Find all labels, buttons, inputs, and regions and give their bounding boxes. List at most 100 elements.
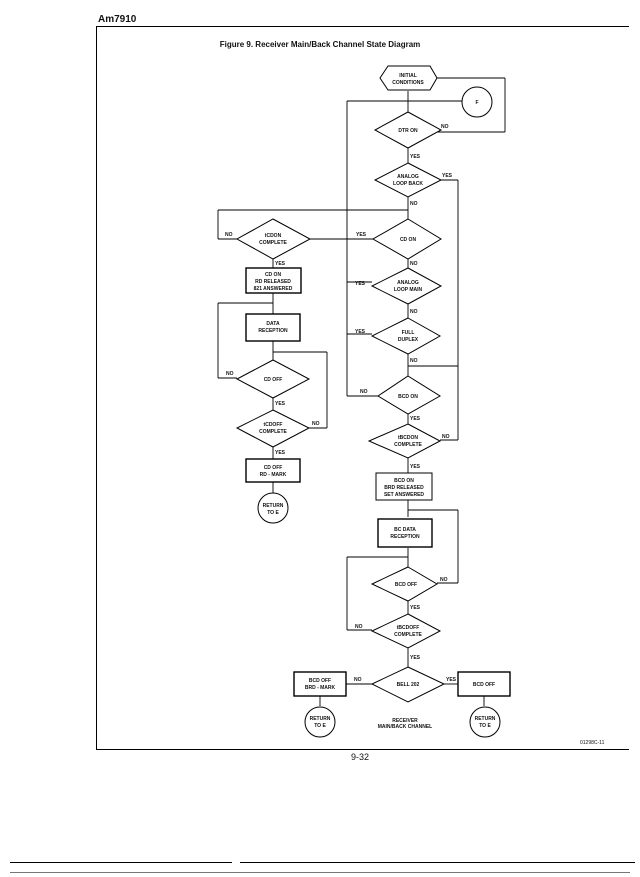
reference-number: 01298C-11: [580, 740, 605, 746]
edge-label-yes: YES: [410, 416, 421, 422]
svg-text:BELL 202: BELL 202: [397, 682, 420, 688]
return-e-left-node: RETURN TO E: [257, 492, 289, 524]
svg-text:BCD OFF: BCD OFF: [395, 582, 417, 588]
diagram-caption: RECEIVER MAIN/BACK CHANNEL: [360, 718, 450, 730]
svg-text:RETURN: RETURN: [263, 503, 284, 509]
edge-label-no: NO: [410, 261, 418, 267]
edge-label-yes: YES: [275, 450, 286, 456]
svg-text:RETURN: RETURN: [310, 716, 331, 722]
frame-bottom-rule: [96, 749, 629, 750]
svg-text:TO E: TO E: [267, 510, 279, 516]
svg-text:tBCDON: tBCDON: [398, 435, 418, 441]
cd-off-decision: CD OFF: [235, 359, 311, 399]
edge-label-yes: YES: [275, 401, 286, 407]
edge-label-no: NO: [440, 577, 448, 583]
svg-text:F: F: [475, 100, 478, 106]
document-header: Am7910: [98, 14, 137, 25]
bc-data-reception-box: BC DATA RECEPTION: [377, 518, 433, 548]
svg-text:TO E: TO E: [479, 723, 491, 729]
figure-title: Figure 9. Receiver Main/Back Channel Sta…: [219, 40, 421, 49]
edge-label-yes: YES: [446, 677, 457, 683]
edge-label-no: NO: [410, 309, 418, 315]
svg-text:tCDON: tCDON: [265, 233, 282, 239]
svg-text:ANALOG: ANALOG: [397, 174, 419, 180]
node-text: INITIAL: [399, 73, 417, 79]
edge-label-yes: YES: [410, 655, 421, 661]
dtr-on-decision: DTR ON: [373, 111, 443, 149]
svg-text:CD OFF: CD OFF: [264, 377, 283, 383]
bcd-off-right-box: BCD OFF: [457, 671, 511, 697]
svg-text:CD OFF: CD OFF: [264, 465, 283, 471]
analog-loop-main-decision: ANALOG LOOP MAIN: [370, 267, 443, 305]
tcdon-complete-decision: tCDON COMPLETE: [235, 218, 312, 260]
bcd-off-brd-mark-box: BCD OFF BRD - MARK: [293, 671, 347, 697]
edge-label-yes: YES: [355, 281, 366, 287]
cd-on-decision: CD ON: [371, 218, 442, 260]
analog-loop-back-decision: ANALOG LOOP BACK: [373, 162, 443, 198]
edge-label-yes: YES: [275, 261, 286, 267]
footer-rule-left: [10, 862, 232, 863]
svg-text:BCD OFF: BCD OFF: [473, 682, 495, 688]
frame-left-rule: [96, 26, 97, 750]
edge-label-no: NO: [312, 421, 320, 427]
svg-text:COMPLETE: COMPLETE: [394, 442, 422, 448]
svg-text:CD ON: CD ON: [400, 237, 417, 243]
cd-on-rd-released-box: CD ON RD RELEASED 821 ANSWERED: [245, 267, 302, 294]
bcd-on-decision: BCD ON: [377, 375, 441, 415]
svg-text:RD - MARK: RD - MARK: [260, 472, 287, 478]
edge-label-no: NO: [226, 371, 234, 377]
edge-label-yes: YES: [355, 329, 366, 335]
edge-label-no: NO: [354, 677, 362, 683]
svg-text:RETURN: RETURN: [475, 716, 496, 722]
svg-text:FULL: FULL: [402, 330, 415, 336]
svg-text:BCD ON: BCD ON: [398, 394, 418, 400]
svg-text:SET ANSWERED: SET ANSWERED: [384, 492, 424, 498]
bcd-on-brd-released-box: BCD ON BRD RELEASED SET ANSWERED: [375, 472, 433, 501]
svg-text:RECEPTION: RECEPTION: [258, 328, 288, 334]
svg-text:DATA: DATA: [266, 321, 280, 327]
edge-label-no: NO: [441, 124, 449, 130]
bcd-off-decision: BCD OFF: [370, 566, 438, 602]
svg-text:BCD ON: BCD ON: [394, 478, 414, 484]
tcdoff-complete-decision: tCDOFF COMPLETE: [235, 409, 311, 448]
tbcdon-complete-decision: tBCDON COMPLETE: [367, 423, 442, 459]
svg-text:BC DATA: BC DATA: [394, 527, 416, 533]
initial-conditions-node: INITIAL CONDITIONS: [379, 65, 438, 91]
return-e-mid-node: RETURN TO E: [304, 706, 336, 738]
edge-label-yes: YES: [442, 173, 453, 179]
connector-f-node: F: [461, 86, 493, 118]
edge-label-no: NO: [410, 201, 418, 207]
svg-text:ANALOG: ANALOG: [397, 280, 419, 286]
data-reception-box: DATA RECEPTION: [245, 313, 301, 342]
page-number: 9-32: [350, 752, 369, 762]
svg-text:BRD - MARK: BRD - MARK: [305, 685, 336, 691]
footer-rule-bottom: [10, 872, 630, 873]
footer-rule-right: [240, 862, 635, 863]
svg-text:DTR ON: DTR ON: [398, 128, 418, 134]
frame-top-rule: [96, 26, 629, 27]
svg-text:tBCDOFF: tBCDOFF: [397, 625, 420, 631]
svg-text:RD RELEASED: RD RELEASED: [255, 279, 291, 285]
full-duplex-decision: FULL DUPLEX: [370, 317, 442, 355]
caption-line: MAIN/BACK CHANNEL: [377, 724, 433, 730]
cd-off-rd-mark-box: CD OFF RD - MARK: [245, 458, 301, 483]
edge-label-yes: YES: [410, 605, 421, 611]
tbcdoff-complete-decision: tBCDOFF COMPLETE: [370, 613, 442, 649]
edge-label-yes: YES: [410, 154, 421, 160]
node-text: CONDITIONS: [392, 80, 424, 86]
return-e-right-node: RETURN TO E: [469, 706, 501, 738]
edge-label-no: NO: [410, 358, 418, 364]
svg-text:tCDOFF: tCDOFF: [264, 422, 283, 428]
edge-labels: NO YES YES NO YES NO YES NO YES NO YES N…: [225, 124, 457, 683]
svg-text:CD ON: CD ON: [265, 272, 282, 278]
svg-text:BCD OFF: BCD OFF: [309, 678, 331, 684]
connector-lines: [217, 77, 506, 706]
svg-text:LOOP BACK: LOOP BACK: [393, 181, 423, 187]
edge-label-no: NO: [355, 624, 363, 630]
svg-text:LOOP MAIN: LOOP MAIN: [394, 287, 423, 293]
edge-label-yes: YES: [356, 232, 367, 238]
edge-label-no: NO: [225, 232, 233, 238]
svg-text:COMPLETE: COMPLETE: [259, 240, 287, 246]
caption-line: RECEIVER: [392, 718, 418, 724]
